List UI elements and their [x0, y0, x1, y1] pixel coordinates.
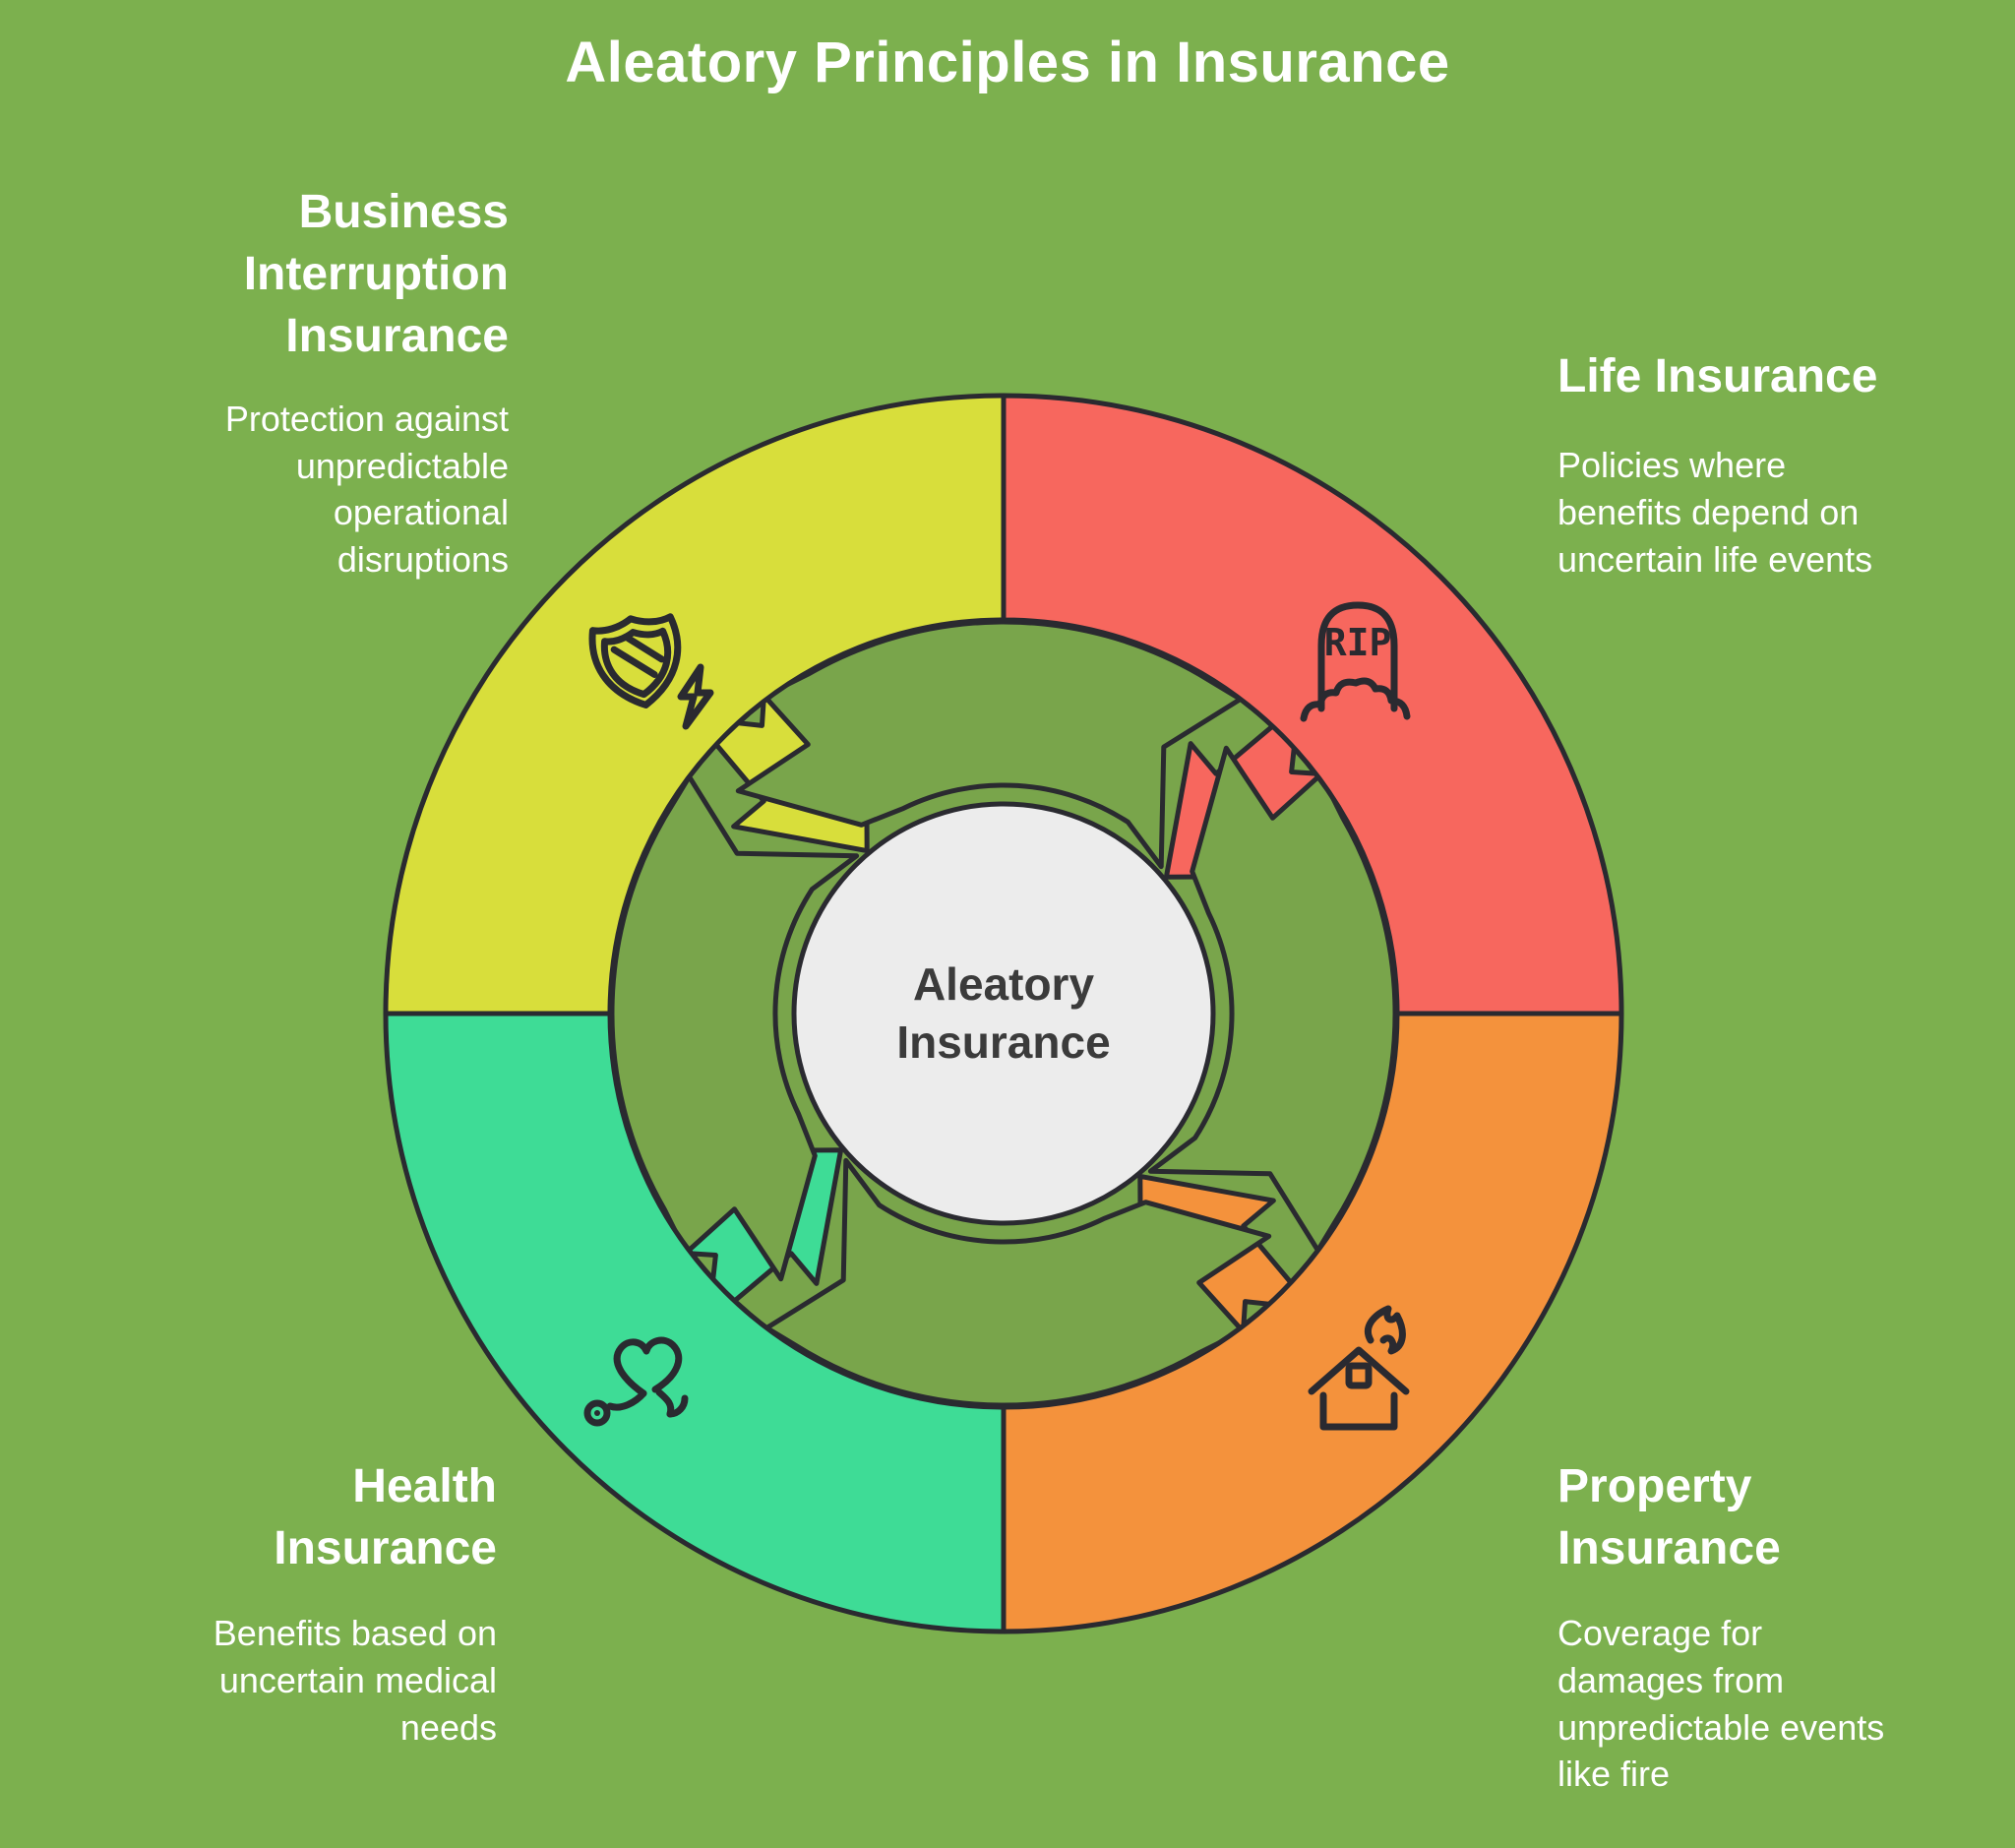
- hub-circle: [791, 801, 1216, 1226]
- quadrant-description: Policies where benefits depend on uncert…: [1557, 444, 1873, 580]
- quadrant-label-business-interruption: Business Interruption Insurance Protecti…: [225, 182, 509, 584]
- rip-tombstone-icon: RIP: [1284, 587, 1432, 735]
- ring-quadrant-property: [1001, 1011, 1624, 1634]
- page-title: Aleatory Principles in Insurance: [565, 31, 1450, 94]
- quadrant-ring: [383, 393, 1624, 1634]
- quadrant-label-health: Health Insurance Benefits based on uncer…: [214, 1456, 497, 1751]
- ring-quadrant-health: [383, 1011, 1007, 1634]
- quadrant-heading: Life Insurance: [1557, 350, 1878, 402]
- shield-lightning-icon: [581, 603, 729, 751]
- heart-stethoscope-icon: [566, 1304, 713, 1451]
- quadrant-label-property: Property Insurance Coverage for damages …: [1557, 1456, 1884, 1798]
- quadrant-heading: Business Interruption Insurance: [243, 186, 509, 362]
- quadrant-description: Protection against unpredictable operati…: [224, 398, 509, 581]
- quadrant-heading: Health Insurance: [274, 1460, 497, 1574]
- burning-house-icon: [1285, 1304, 1433, 1451]
- cycle-arc-arrows: [609, 619, 1398, 1408]
- hub-label: Aleatory Insurance: [896, 958, 1111, 1068]
- quadrant-heading: Property Insurance: [1557, 1460, 1781, 1574]
- quadrant-label-life: Life Insurance Policies where benefits d…: [1557, 346, 1877, 584]
- svg-text:RIP: RIP: [1324, 621, 1392, 664]
- quadrant-description: Coverage for damages from unpredictable …: [1557, 1612, 1885, 1795]
- quadrant-description: Benefits based on uncertain medical need…: [213, 1612, 497, 1748]
